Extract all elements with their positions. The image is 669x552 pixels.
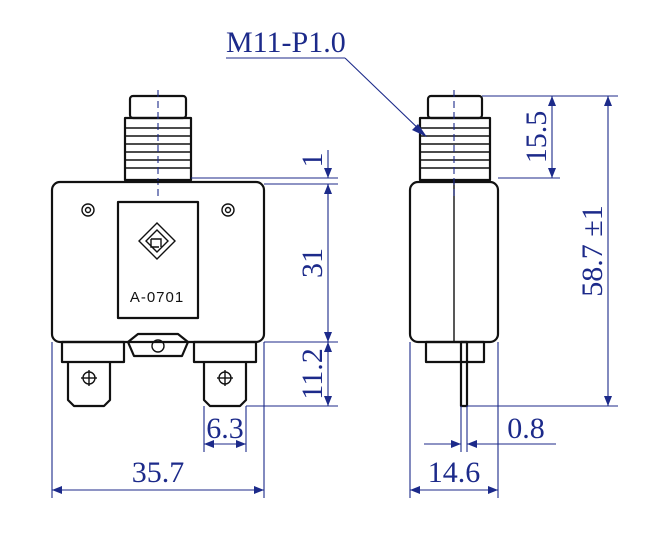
breaker-body [50, 180, 266, 344]
terminal-hole-left [81, 370, 97, 386]
dim-overall-height-label: 58.7 ±1 [576, 205, 609, 296]
terminal-hole-right [217, 370, 233, 386]
callout-label: M11-P1.0 [226, 26, 346, 59]
mount-hole-right [221, 203, 235, 217]
terminal-right [202, 362, 248, 408]
dim-button-height: 15.5 [482, 95, 560, 179]
side-terminal [459, 340, 469, 408]
dim-body-width: 35.7 [51, 342, 265, 498]
terminal-housing-left [60, 340, 126, 364]
mount-hole-left [81, 203, 95, 217]
dim-body-depth-label: 14.6 [428, 456, 481, 489]
side-button-cap [426, 94, 484, 120]
side-thread-lines [420, 127, 490, 169]
label-plate [116, 200, 200, 320]
terminal-left [66, 362, 112, 408]
side-threaded-neck [418, 116, 492, 182]
front-view: A-0701 [50, 90, 266, 408]
dim-terminal-thickness: 0.8 [424, 406, 556, 452]
dim-terminal-length-label: 11.2 [296, 348, 329, 399]
side-terminal-base [424, 340, 486, 364]
dim-body-width-label: 35.7 [132, 456, 185, 489]
dim-terminal-length: 11.2 [246, 342, 338, 407]
bracket-hole [151, 339, 165, 353]
center-bracket [126, 332, 190, 358]
marking-code: A-0701 [130, 289, 184, 306]
dim-terminal-width: 6.3 [203, 406, 247, 452]
dim-collar-gap-label: 1 [296, 153, 329, 168]
dim-terminal-width-label: 6.3 [206, 412, 244, 445]
dim-body-height: 31 [264, 184, 338, 343]
dim-body-depth: 14.6 [409, 342, 499, 498]
side-view [408, 90, 500, 408]
terminal-housing-right [192, 340, 258, 364]
dim-body-height-label: 31 [296, 248, 329, 278]
logo-icon [138, 222, 176, 260]
dim-terminal-thickness-label: 0.8 [507, 412, 545, 445]
dim-button-height-label: 15.5 [520, 111, 553, 164]
thread-callout: M11-P1.0 [226, 26, 427, 137]
dim-overall-height: 58.7 ±1 [467, 95, 618, 407]
